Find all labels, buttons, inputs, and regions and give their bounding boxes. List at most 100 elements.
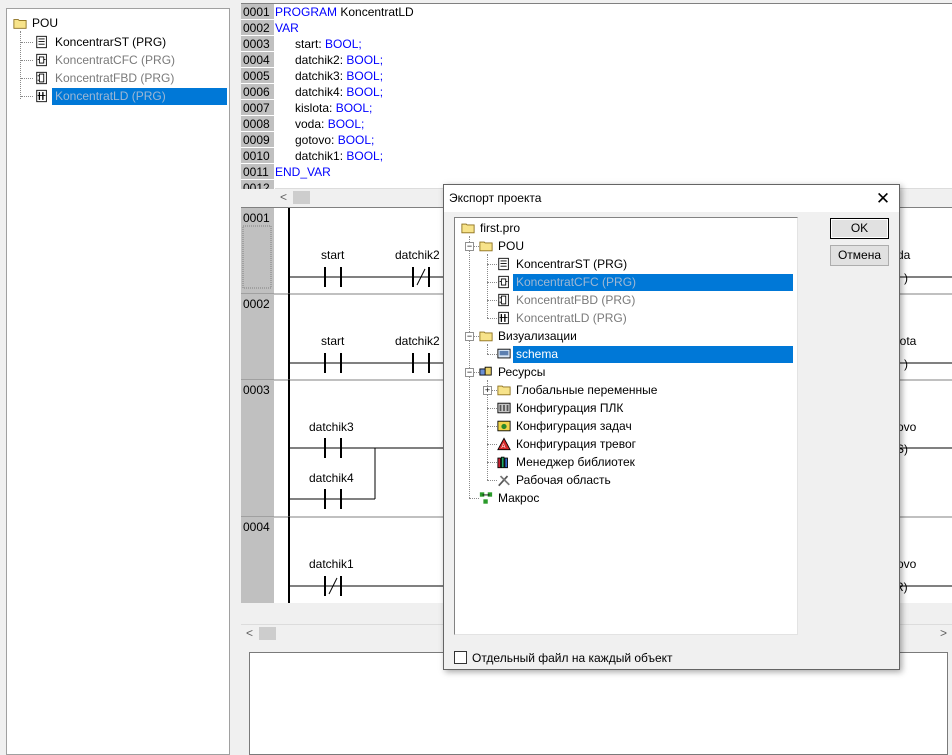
export-tree-item-label: Визуализации [498,329,577,343]
collapse-icon[interactable]: − [465,331,474,341]
coil-symbol: ) [904,271,908,285]
export-tree-item-label: Глобальные переменные [516,383,658,397]
line-number: 0003 [241,36,274,52]
export-tree-item[interactable]: Макрос [469,490,542,507]
collapse-icon[interactable]: − [465,241,474,251]
ld-icon [36,89,47,103]
collapse-icon[interactable]: − [465,367,474,377]
pou-tree-item[interactable]: KoncentratFBD (PRG) [21,70,177,87]
contact-label: datchik2 [395,334,440,348]
folder-icon [479,241,493,252]
contact-label: datchik3 [309,420,354,434]
network-number-bg [241,294,274,380]
code-line[interactable]: datchik1: BOOL; [295,148,383,164]
keyword: END_VAR [275,165,331,179]
line-number: 0009 [241,132,274,148]
export-tree-item[interactable]: schema [487,346,793,363]
export-tree-item-label: Макрос [498,491,540,505]
export-tree-item[interactable]: KoncentratFBD (PRG) [487,292,638,309]
var-type: BOOL; [346,69,384,83]
export-tree-item[interactable]: − Визуализации [465,328,580,345]
pou-tree-item-label: KoncentratCFC (PRG) [55,53,176,67]
network-number: 0002 [243,297,270,311]
pou-tree-root[interactable]: POU [13,15,61,32]
contact-label: start [321,334,345,348]
ld-icon [498,311,509,325]
var-type: BOOL; [325,37,362,51]
export-tree-item-label: KoncentratCFC (PRG) [513,274,793,291]
svg-text:A: A [501,443,506,450]
separate-file-checkbox[interactable] [454,651,467,664]
contact-label: start [321,248,345,262]
export-tree-item[interactable]: Менеджер библиотек [487,454,638,471]
scroll-right-icon[interactable]: > [939,626,947,640]
network-focus [242,225,272,289]
code-line[interactable]: voda: BOOL; [295,116,364,132]
fbd-icon [36,71,47,85]
export-tree-item[interactable]: Рабочая область [487,472,614,489]
code-line[interactable]: datchik2: BOOL; [295,52,383,68]
folder-icon [13,19,27,29]
pou-tree-item[interactable]: KoncentratCFC (PRG) [21,52,178,69]
export-tree-item[interactable]: + Глобальные переменные [483,382,660,399]
contact-negation [328,577,338,595]
cancel-button[interactable]: Отмена [830,245,889,266]
folder-icon [461,223,475,234]
var-name: datchik1: [295,149,347,163]
export-tree-item-label: KoncentratFBD (PRG) [516,293,636,307]
alarm-config-icon: A [497,437,511,451]
export-tree-item[interactable]: KoncentrarST (PRG) [487,256,630,273]
var-name: datchik2: [295,53,347,67]
var-type: BOOL; [346,85,384,99]
export-tree-item[interactable]: −POU [465,238,527,255]
var-name: datchik3: [295,69,347,83]
export-tree-item-label: Конфигурация задач [516,419,632,433]
expand-icon[interactable]: + [483,385,492,395]
code-line[interactable]: kislota: BOOL; [295,100,372,116]
var-type: BOOL; [327,117,365,131]
st-doc-icon [36,35,47,49]
scroll-left-icon[interactable]: < [245,626,253,640]
var-name: gotovo: [295,133,338,147]
ok-button[interactable]: OK [830,218,889,239]
export-tree-item-label: first.pro [480,221,521,235]
export-tree-item[interactable]: Конфигурация задач [487,418,635,435]
code-line[interactable]: datchik4: BOOL; [295,84,383,100]
line-number: 0008 [241,116,274,132]
code-line[interactable]: PROGRAM KoncentratLD [275,4,414,20]
code-line[interactable]: start: BOOL; [295,36,362,52]
scroll-thumb[interactable] [293,191,310,204]
var-name: kislota: [295,101,336,115]
var-name: datchik4: [295,85,347,99]
export-tree-item[interactable]: Конфигурация ПЛК [487,400,626,417]
line-number: 0006 [241,84,274,100]
pou-tree-item[interactable]: KoncentrarST (PRG) [21,34,169,51]
close-icon[interactable]: ✕ [875,189,891,208]
code-line[interactable]: END_VAR [275,164,331,180]
pou-tree-root-label: POU [32,16,59,30]
export-tree-item-label: Конфигурация ПЛК [516,401,624,415]
folder-icon [479,331,493,342]
workspace-icon [498,475,510,487]
plc-config-icon [497,402,511,414]
pou-tree-item-label: KoncentratLD (PRG) [52,88,227,105]
scroll-thumb[interactable] [259,627,276,640]
code-line[interactable]: VAR [275,20,299,36]
pou-tree-panel[interactable]: POU KoncentrarST (PRG) KoncentratCFC (PRG… [6,8,230,755]
export-tree-item[interactable]: KoncentratCFC (PRG) [487,274,793,291]
export-tree-item[interactable]: −Ресурсы [465,364,548,381]
network-number: 0004 [243,520,270,534]
scroll-left-icon[interactable]: < [279,190,287,204]
code-line[interactable]: datchik3: BOOL; [295,68,383,84]
folder-icon [497,385,511,396]
contact-label: datchik4 [309,471,354,485]
code-line[interactable]: gotovo: BOOL; [295,132,374,148]
export-tree-item[interactable]: KoncentratLD (PRG) [487,310,630,327]
line-number: 0002 [241,20,274,36]
export-tree-item[interactable]: first.pro [457,220,523,237]
coil-label: ovo [897,420,917,434]
pou-tree-item[interactable]: KoncentratLD (PRG) [21,88,227,105]
